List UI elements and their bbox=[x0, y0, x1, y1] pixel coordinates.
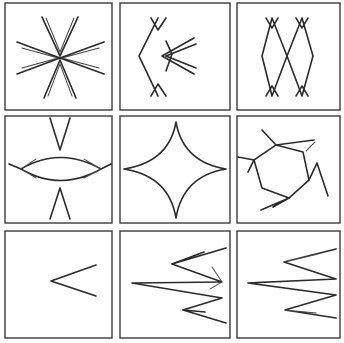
cell-1-2 bbox=[120, 3, 230, 110]
cell-2-3 bbox=[237, 116, 340, 223]
cell-2-1 bbox=[5, 116, 112, 223]
cell-2-2 bbox=[120, 116, 230, 223]
cell-1-1 bbox=[5, 3, 112, 110]
cell-3-1 bbox=[5, 231, 112, 338]
cell-3-3 bbox=[237, 231, 340, 338]
cell-3-2 bbox=[120, 231, 230, 338]
cell-1-3 bbox=[237, 3, 340, 110]
